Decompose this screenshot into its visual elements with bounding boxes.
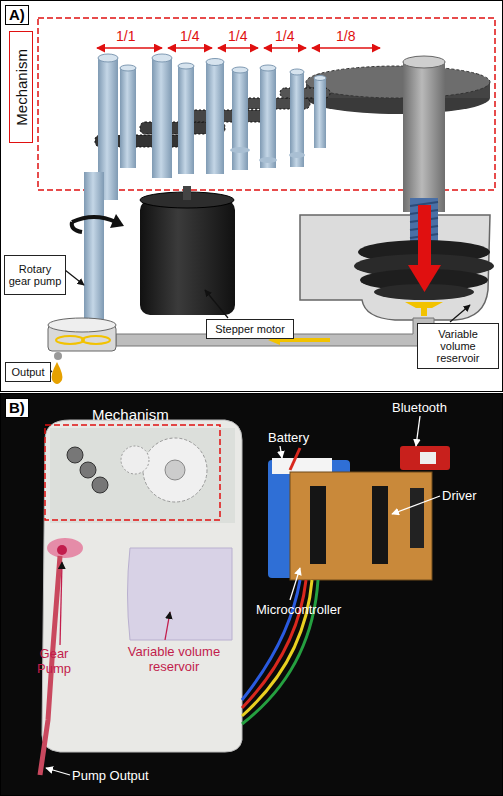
ratio-arrows — [97, 47, 380, 49]
callout-box: Output — [5, 362, 51, 382]
photo-background — [0, 393, 503, 796]
node-label: Variable volume reservoir — [420, 328, 496, 364]
stepper-motor — [140, 186, 235, 315]
ratio-label: 1/4 — [275, 28, 294, 44]
photo-pointers — [46, 416, 440, 775]
mechanism-bracket — [45, 425, 220, 520]
gear-train — [95, 54, 490, 212]
ratio-label: 1/4 — [228, 28, 247, 44]
part-label: Mechanism — [92, 406, 169, 423]
ratio-label: 1/8 — [336, 28, 355, 44]
node-label: Output — [11, 366, 44, 378]
ratio-label: 1/4 — [180, 28, 199, 44]
figure-panel: B) — [0, 393, 503, 796]
panel-letter: A) — [5, 5, 29, 25]
part-label: Bluetooth — [392, 400, 447, 415]
callout-box: Rotary gear pump — [4, 255, 66, 295]
part-label: Driver — [442, 488, 477, 503]
device-photo — [40, 420, 450, 775]
panel-letter: B) — [5, 398, 29, 418]
node-label: Rotary gear pump — [7, 263, 63, 287]
callout-box: Stepper motor — [206, 319, 294, 339]
part-label: Variable volume reservoir — [122, 644, 226, 674]
ratio-label: 1/1 — [116, 28, 135, 44]
part-label: Pump Output — [72, 768, 149, 783]
group-label: Mechanism — [9, 31, 33, 143]
part-label: Battery — [268, 430, 309, 445]
part-label: Microcontroller — [256, 602, 341, 617]
figure-panel: A) MechanismRotary gear pumpStepper motor… — [0, 0, 503, 392]
callout-box: Variable volume reservoir — [417, 323, 499, 369]
leader-lines — [50, 270, 470, 372]
node-label: Stepper motor — [215, 323, 285, 335]
part-label: Gear Pump — [24, 646, 84, 676]
node-label: Mechanism — [13, 49, 30, 126]
